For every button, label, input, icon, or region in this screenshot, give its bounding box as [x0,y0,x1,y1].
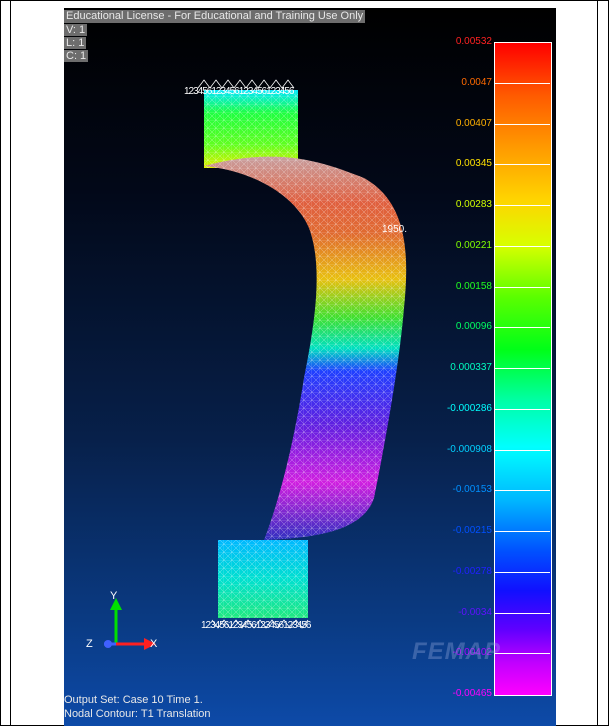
triad-x-label: X [150,638,158,650]
scale-value-label: -0.00215 [452,525,492,536]
scale-value-label: -0.00402 [452,647,492,659]
scale-value-label: 0.00283 [455,199,492,210]
triad-y-label: Y [110,590,118,602]
scale-value-label: -0.0034 [458,606,492,618]
scale-tick [494,245,550,247]
scale-value-label: -0.00278 [452,565,492,577]
scale-tick [494,490,550,492]
scale-tick [494,123,550,125]
triad-z-label: Z [86,638,93,650]
scale-tick [494,653,550,655]
node-label: 1950. [382,224,408,235]
model-mesh[interactable] [64,8,556,726]
scale-tick [494,205,550,206]
scale-tick [494,408,550,410]
femap-logo: FEMAP [412,638,501,665]
scale-value-label: 0.00407 [455,117,492,129]
scale-value-label: 0.00221 [455,239,492,251]
scale-tick [494,449,550,451]
left-divider [10,0,11,726]
scale-value-label: 0.00096 [455,321,492,333]
scale-value-label: 0.0047 [461,76,492,88]
scale-value-label: -0.000286 [446,402,492,414]
scale-value-label: -0.000908 [446,443,492,455]
scale-tick [494,286,550,288]
contour-type-label: Nodal Contour: T1 Translation [64,708,211,720]
scale-value-label: -0.00465 [452,688,492,699]
bottom-constraint-labels: 123456123456123456123456 [201,620,311,631]
scale-tick [494,164,550,166]
constraint-label: C: 1 [64,50,89,62]
license-banner: Educational License - For Educational an… [64,10,366,23]
scale-value-label: 0.000337 [450,362,492,373]
output-set-label: Output Set: Case 10 Time 1. [64,694,203,706]
scale-tick [494,327,550,329]
axis-triad [104,598,156,650]
view-label: V: 1 [64,24,88,36]
scale-value-label: 0.00532 [455,36,492,47]
model-viewport[interactable]: Educational License - For Educational an… [64,8,556,726]
scale-value-label: 0.00158 [455,280,492,292]
scale-value-label: 0.00345 [455,158,492,170]
scale-tick [494,368,550,369]
scale-tick [494,82,550,84]
scale-value-label: -0.00153 [452,484,492,496]
top-constraint-labels: 123456123456123456123456 [184,86,294,97]
right-divider [597,0,598,726]
scale-tick [494,571,550,573]
contour-color-bar [494,42,552,696]
scale-tick [494,531,550,532]
load-label: L: 1 [64,37,87,49]
scale-tick [494,612,550,614]
